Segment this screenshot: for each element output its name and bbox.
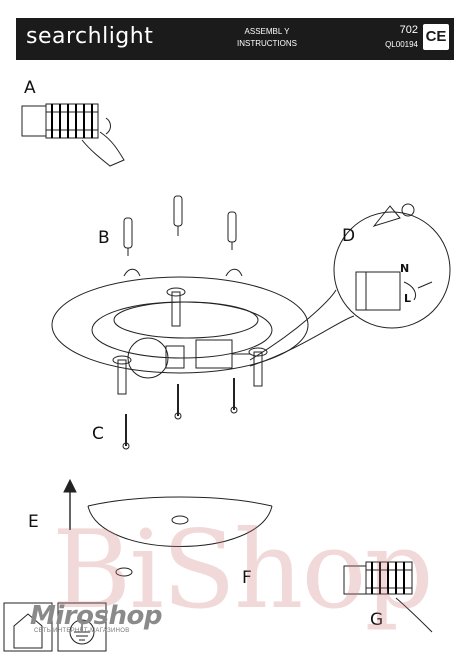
step-g-label: G <box>370 610 384 630</box>
neutral-wire-label: N <box>400 262 410 275</box>
header-bar: searchlight ASSEMBL Y INSTRUCTIONS 702 Q… <box>16 18 454 60</box>
miroshop-tagline: СЕТЬ ИНТЕРНЕТ-МАГАЗИНОВ <box>34 628 130 634</box>
mount-screws <box>112 287 268 395</box>
wiring-detail-circle <box>249 203 451 367</box>
wall-plugs <box>123 195 237 256</box>
step-b-label: B <box>98 228 110 248</box>
step-e-label: E <box>28 512 39 532</box>
live-wire-label: L <box>404 292 412 305</box>
dome-shade <box>63 478 273 577</box>
brand-logo: searchlight <box>26 24 154 49</box>
bulb-holder <box>127 337 250 379</box>
miroshop-watermark: Miroshop <box>30 601 162 631</box>
document-title: ASSEMBL Y INSTRUCTIONS <box>237 27 297 48</box>
terminal-block-a <box>21 103 125 167</box>
step-d-label: D <box>342 226 356 246</box>
indoor-home-icon <box>3 602 53 652</box>
terminal-block-g <box>343 561 433 633</box>
earth-ground-icon <box>57 602 107 652</box>
step-f-label: F <box>242 568 252 588</box>
ql-code: QL00194 <box>385 40 418 49</box>
product-code: 702 <box>399 24 418 36</box>
ce-mark: CE <box>423 24 449 50</box>
step-c-label: C <box>92 424 104 444</box>
step-a-label: A <box>24 78 36 98</box>
fixing-screws <box>122 378 238 450</box>
ceiling-plate <box>51 268 309 374</box>
